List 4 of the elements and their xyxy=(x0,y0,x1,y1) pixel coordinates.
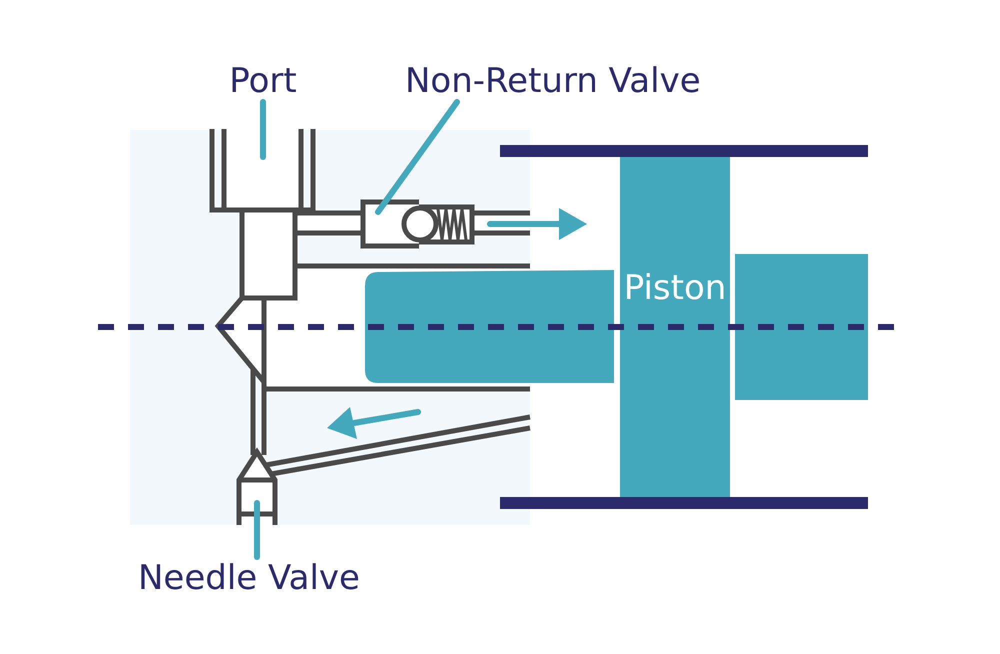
callout-label: Non-Return Valve xyxy=(405,60,701,102)
callout-label: Port xyxy=(229,60,297,102)
callout-label: Needle Valve xyxy=(138,557,360,599)
piston-label: Piston xyxy=(624,267,726,309)
